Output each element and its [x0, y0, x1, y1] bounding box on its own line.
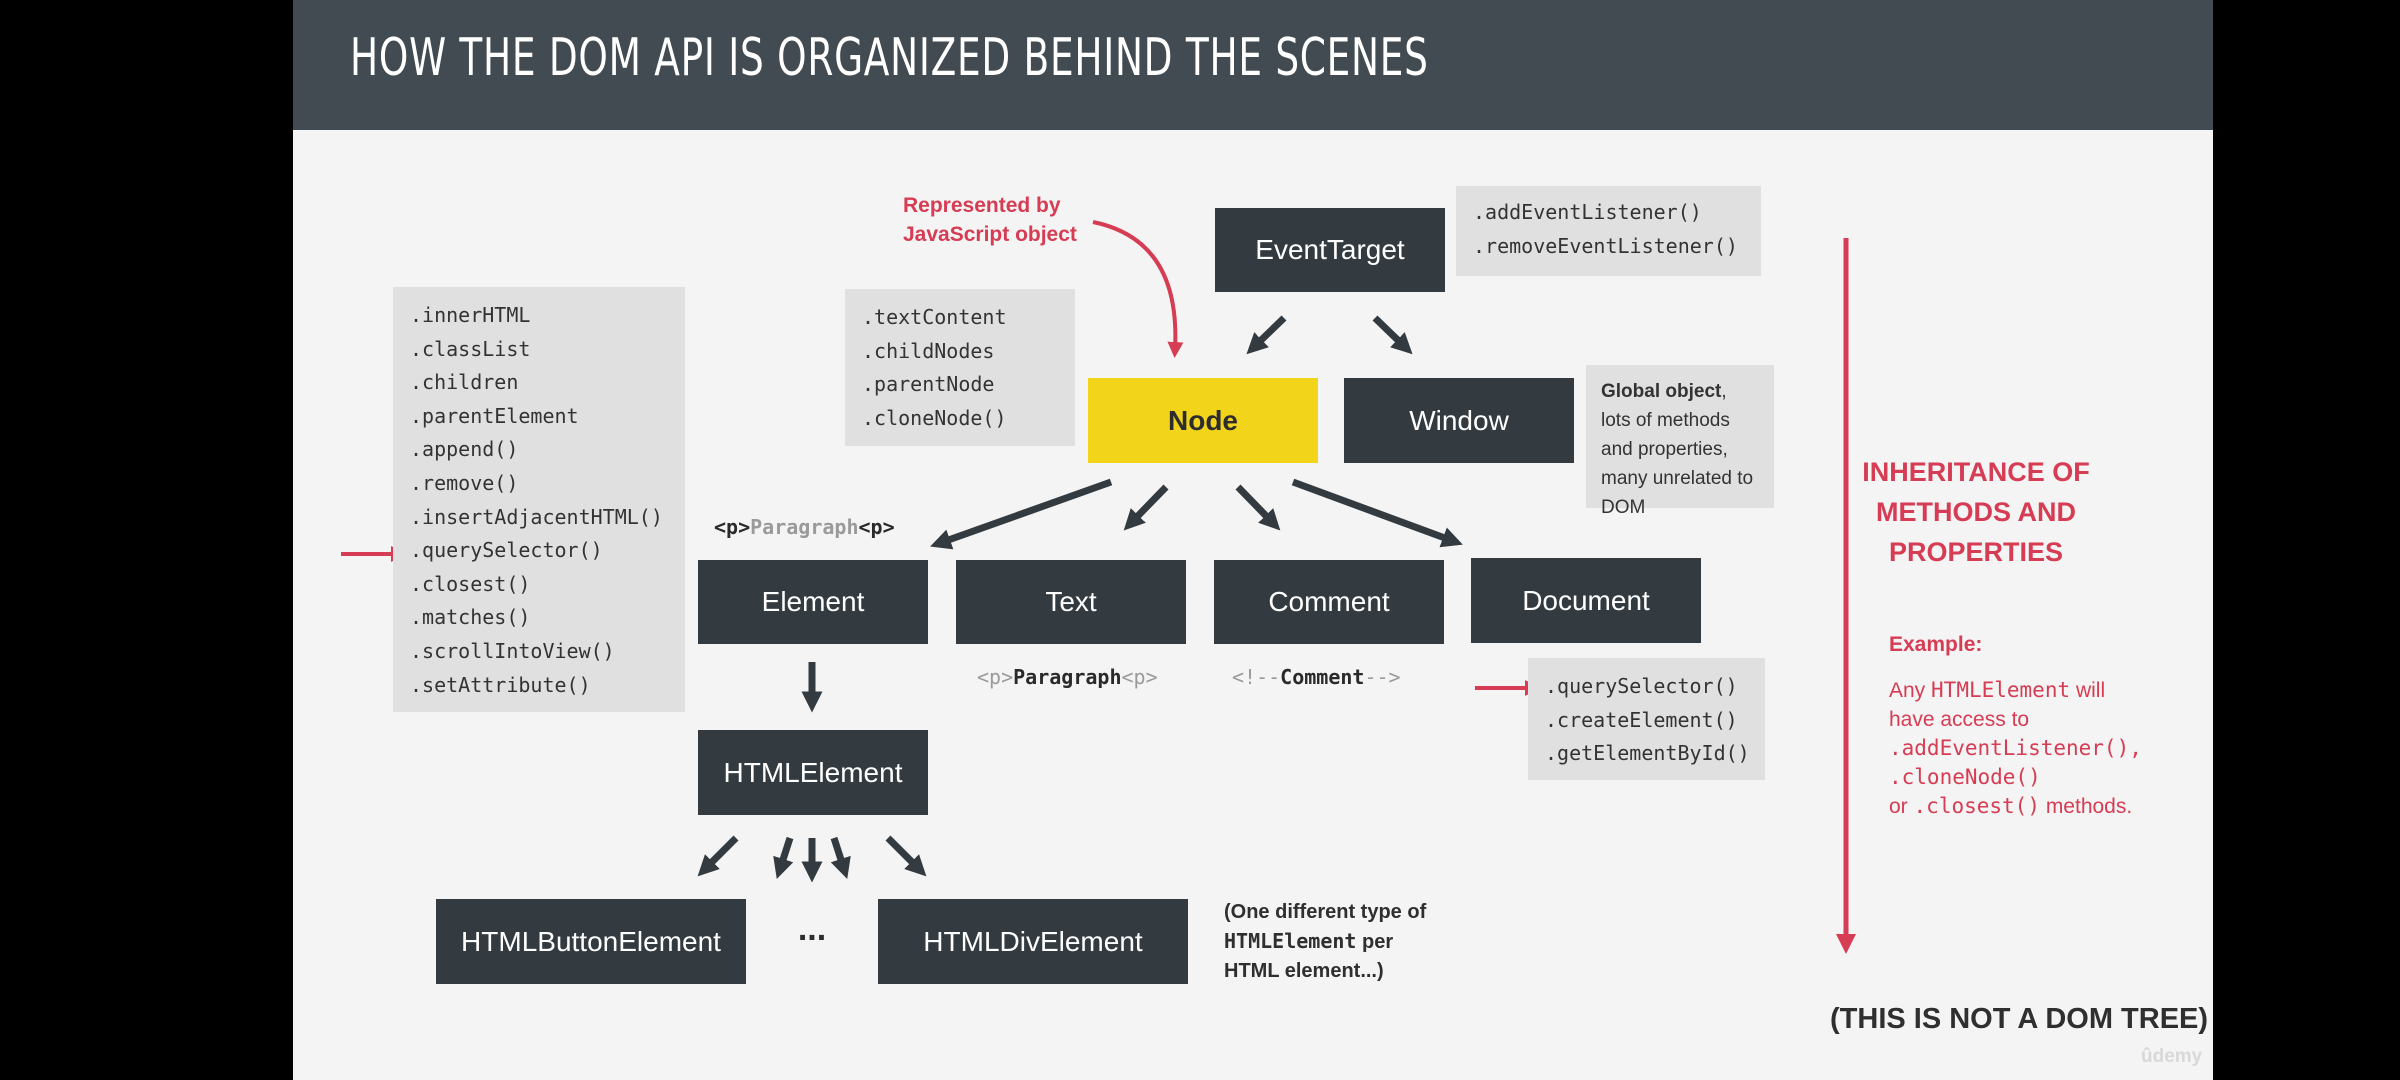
not-a-dom-tree-note: (THIS IS NOT A DOM TREE) — [1830, 1003, 2209, 1035]
method-item: .childNodes — [862, 338, 995, 363]
arrow-node-document — [1291, 478, 1463, 548]
method-item: .insertAdjacentHTML() — [410, 504, 663, 529]
window-note: Global object, lots of methods and prope… — [1601, 377, 1759, 522]
element-methods-box: .innerHTML .classList .children .parentE… — [393, 287, 685, 712]
slide: How the DOM API is organized behind the … — [293, 0, 2213, 1080]
html-div-element-node: HTMLDivElement — [878, 899, 1188, 984]
method-item: .closest() — [410, 571, 531, 596]
method-item: .querySelector() — [1545, 674, 1738, 698]
method-item: .children — [410, 370, 519, 395]
arrow-htmlelement-child-2 — [773, 836, 794, 879]
callout-line2: JavaScript object — [903, 223, 1077, 246]
example-method-3: .closest() — [1913, 794, 2040, 818]
tag-text: Paragraph — [750, 515, 859, 539]
method-item: .removeEventListener() — [1473, 233, 1738, 258]
element-node: Element — [698, 560, 928, 644]
arrow-htmlelement-child-5 — [885, 835, 927, 877]
header-bar: How the DOM API is organized behind the … — [293, 0, 2213, 130]
method-item: .innerHTML — [410, 303, 531, 327]
method-item: .append() — [410, 437, 519, 462]
arrow-htmlelement-child-1 — [697, 835, 739, 877]
tag-close: <p> — [1121, 665, 1158, 689]
ellipsis: ... — [797, 910, 827, 948]
example-any: Any — [1889, 679, 1926, 702]
example-heading: Example: — [1889, 633, 1983, 656]
document-node: Document — [1471, 558, 1701, 643]
element-paragraph-tag: <p>Paragraph<p> — [714, 515, 895, 540]
callout-line1: Represented by — [903, 194, 1061, 217]
html-element-note: (One different type of HTMLElement per H… — [1224, 898, 1426, 986]
html-element-node: HTMLElement — [698, 730, 928, 815]
arrow-eventtarget-node — [1246, 315, 1287, 355]
slide-title: How the DOM API is organized behind the … — [350, 28, 1429, 88]
node-node: Node — [1088, 378, 1318, 463]
example-method-1: .addEventListener(), — [1889, 736, 2142, 760]
comment-tag: <!--Comment--> — [1232, 665, 1401, 690]
method-item: .parentNode — [862, 372, 995, 397]
example-or: or — [1889, 795, 1908, 818]
note-per: per — [1362, 931, 1394, 953]
event-target-methods-box: .addEventListener() .removeEventListener… — [1456, 186, 1761, 276]
node-methods-box: .textContent .childNodes .parentNode .cl… — [845, 289, 1075, 446]
arrow-node-text — [1123, 484, 1169, 531]
note-line3: HTML element...) — [1224, 960, 1384, 982]
method-item: .remove() — [410, 470, 519, 495]
example-will: will — [2075, 679, 2106, 702]
method-item: .parentElement — [410, 403, 579, 428]
document-methods-box: .querySelector() .createElement() .getEl… — [1528, 658, 1765, 780]
method-item: .matches() — [410, 605, 531, 630]
method-item: .textContent — [862, 305, 1007, 329]
tag-open: <p> — [714, 515, 751, 539]
note-mono: HTMLElement — [1224, 929, 1357, 953]
method-item: .classList — [410, 336, 531, 361]
arrow-callout-node — [1092, 220, 1184, 358]
example-line2: have access to — [1889, 708, 2030, 731]
arrow-node-element — [930, 478, 1113, 550]
represented-by-callout: Represented by JavaScript object — [903, 191, 1077, 249]
window-note-bold: Global object — [1601, 381, 1722, 402]
method-item: .cloneNode() — [862, 405, 1007, 430]
tag-text: Comment — [1280, 665, 1365, 689]
event-target-node: EventTarget — [1215, 208, 1445, 292]
example-line5: or .closest() methods. — [1889, 792, 2179, 821]
window-note-box: Global object, lots of methods and prope… — [1586, 365, 1774, 518]
example-block: Example: Any HTMLElement will have acces… — [1889, 630, 2179, 821]
window-note-rest: , lots of methods and properties, many u… — [1601, 381, 1754, 518]
method-item: .getElementById() — [1545, 741, 1750, 766]
method-item: .setAttribute() — [410, 672, 591, 697]
note-line1: (One different type of — [1224, 901, 1427, 923]
text-node: Text — [956, 560, 1186, 644]
tag-close: <p> — [858, 515, 895, 539]
text-paragraph-tag: <p>Paragraph<p> — [977, 665, 1158, 690]
arrow-htmlelement-child-4 — [830, 836, 851, 879]
window-node: Window — [1344, 378, 1574, 463]
method-item: .createElement() — [1545, 707, 1738, 732]
udemy-watermark: ûdemy — [2141, 1046, 2203, 1067]
example-class: HTMLElement — [1931, 678, 2071, 702]
example-line1: Any HTMLElement will — [1889, 676, 2179, 705]
note-line2: HTMLElement per — [1224, 927, 1426, 957]
tag-open: <!-- — [1232, 665, 1281, 689]
tag-text: Paragraph — [1013, 665, 1122, 689]
method-item: .addEventListener() — [1473, 200, 1702, 224]
example-methods: methods. — [2045, 795, 2133, 818]
arrow-eventtarget-window — [1372, 315, 1413, 355]
method-item: .querySelector() — [410, 538, 603, 563]
tag-open: <p> — [977, 665, 1014, 689]
arrow-node-comment — [1235, 484, 1281, 531]
inheritance-title: INHERITANCE OF METHODS AND PROPERTIES — [1862, 457, 2090, 567]
example-method-2: .cloneNode() — [1889, 765, 2041, 789]
tag-close: --> — [1364, 665, 1401, 689]
method-item: .scrollIntoView() — [410, 638, 615, 663]
comment-node: Comment — [1214, 560, 1444, 644]
html-button-element-node: HTMLButtonElement — [436, 899, 746, 984]
